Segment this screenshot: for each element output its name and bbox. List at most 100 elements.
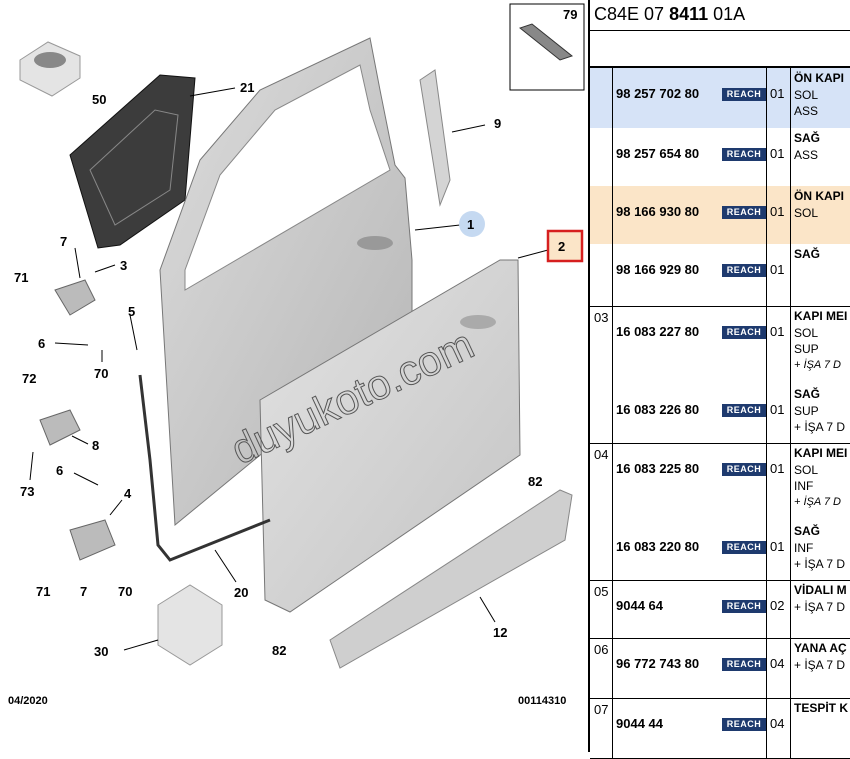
description-line-2: SUP [794, 404, 819, 418]
description-line-1: TESPİT K [794, 701, 849, 715]
part-9-pillar-trim[interactable] [419, 69, 451, 207]
callout-20[interactable]: 20 [234, 585, 248, 600]
callout-71b[interactable]: 71 [36, 584, 50, 599]
catalog-code: C84E 07 8411 01A [594, 4, 746, 24]
group-number: 06 [594, 642, 609, 657]
callout-30[interactable]: 30 [94, 644, 108, 659]
reach-badge: REACH [722, 326, 766, 339]
callout-7[interactable]: 7 [60, 234, 67, 249]
description-line-1: YANA AÇ [794, 641, 847, 655]
reach-badge: REACH [722, 600, 766, 613]
callout-70b[interactable]: 70 [118, 584, 132, 599]
callout-72[interactable]: 72 [22, 371, 36, 386]
description-line-1: KAPI MEI [794, 446, 848, 460]
part-number: 98 166 929 80 [616, 262, 700, 277]
reach-badge: REACH [722, 658, 766, 671]
callout-4[interactable]: 4 [124, 486, 132, 501]
part-12-side-molding[interactable] [329, 489, 573, 669]
part-21-inner-panel[interactable] [69, 74, 196, 249]
callout-8[interactable]: 8 [92, 438, 99, 453]
part-2-outer-skin[interactable] [259, 259, 521, 613]
callout-70[interactable]: 70 [94, 366, 108, 381]
description-line-3: ASS [794, 104, 819, 118]
quantity: 01 [770, 539, 785, 554]
part-number: 98 257 654 80 [616, 146, 700, 161]
group-number: 04 [594, 447, 609, 462]
part-50-clip-box[interactable] [19, 41, 81, 97]
description-line-1: VİDALI M [794, 583, 847, 597]
quantity: 01 [770, 402, 785, 417]
callout-1[interactable]: 1 [467, 217, 474, 232]
description-line-2: SOL [794, 463, 819, 477]
callout-79[interactable]: 79 [563, 7, 577, 22]
callout-82b[interactable]: 82 [272, 643, 286, 658]
description-line-1: ÖN KAPI [794, 189, 845, 203]
reach-badge: REACH [722, 541, 766, 554]
callout-71[interactable]: 71 [14, 270, 28, 285]
parts-list-panel: C84E 07 8411 01A 0198 257 702 80REACH01Ö… [588, 0, 850, 759]
description-line-1: SAĞ [794, 387, 821, 401]
group-number: 05 [594, 584, 609, 599]
reach-badge: REACH [722, 88, 766, 101]
part-number: 9044 64 [616, 598, 663, 613]
description-line-1: SAĞ [794, 131, 821, 145]
callout-2[interactable]: 2 [558, 239, 565, 254]
callout-21[interactable]: 21 [240, 80, 254, 95]
part-number: 98 257 702 80 [616, 86, 700, 101]
part-3-upper-hinge[interactable] [54, 279, 96, 316]
callout-1-bubble [459, 211, 485, 237]
description-line-1: SAĞ [794, 524, 821, 538]
callout-82[interactable]: 82 [528, 474, 542, 489]
description-line-4: + İŞA 7 D [794, 496, 841, 508]
part-number: 98 166 930 80 [616, 204, 700, 219]
part-4-lower-hinge[interactable] [69, 519, 116, 561]
callout-73[interactable]: 73 [20, 484, 34, 499]
diagram-date: 04/2020 [8, 695, 48, 707]
part-20-seal[interactable] [138, 374, 271, 562]
description-line-1: KAPI MEI [794, 309, 848, 323]
part-number: 9044 44 [616, 716, 663, 731]
callout-5[interactable]: 5 [128, 304, 135, 319]
part-79-box[interactable] [509, 3, 585, 91]
quantity: 01 [770, 324, 785, 339]
part-30-fastener-kit[interactable] [157, 584, 223, 666]
callout-12[interactable]: 12 [493, 625, 507, 640]
part-number: 96 772 743 80 [616, 656, 700, 671]
description-line-3: + İŞA 7 D [794, 420, 846, 434]
callout-50[interactable]: 50 [92, 92, 106, 107]
quantity: 01 [770, 204, 785, 219]
diagram-ref: 00114310 [518, 695, 566, 707]
description-line-1: SAĞ [794, 247, 821, 261]
part-number: 16 083 227 80 [616, 324, 700, 339]
callout-6b[interactable]: 6 [56, 463, 63, 478]
quantity: 01 [770, 86, 785, 101]
quantity: 01 [770, 461, 785, 476]
description-line-2: + İŞA 7 D [794, 658, 846, 672]
part-number: 16 083 220 80 [616, 539, 700, 554]
callout-3[interactable]: 3 [120, 258, 127, 273]
callout-6[interactable]: 6 [38, 336, 45, 351]
description-line-2: INF [794, 541, 814, 555]
callout-9[interactable]: 9 [494, 116, 501, 131]
part-8-door-check[interactable] [39, 409, 81, 446]
description-line-2: ASS [794, 148, 819, 162]
callout-7b[interactable]: 7 [80, 584, 87, 599]
